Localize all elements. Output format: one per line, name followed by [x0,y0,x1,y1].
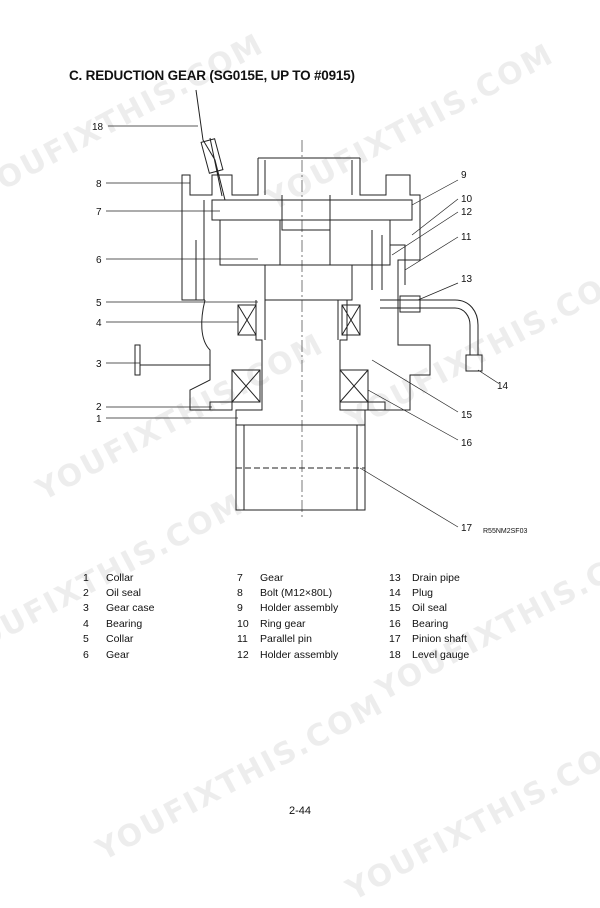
callout-9: 9 [461,170,467,181]
callout-12: 12 [461,207,473,218]
callout-4: 4 [96,318,102,329]
callout-13: 13 [461,274,473,285]
drawing-code: R55NM2SF03 [483,528,527,535]
callout-8: 8 [96,179,102,190]
callout-3: 3 [96,359,102,370]
callout-17: 17 [461,523,473,534]
callout-11: 11 [461,232,472,243]
callout-5: 5 [96,298,102,309]
callout-2: 2 [96,402,102,413]
callout-7: 7 [96,207,102,218]
page-title: C. REDUCTION GEAR (SG015E, UP TO #0915) [69,68,355,83]
callout-16: 16 [461,438,473,449]
callout-18: 18 [92,122,104,133]
callout-14: 14 [497,381,509,392]
callout-10: 10 [461,194,473,205]
watermark: YOUFIXTHIS.COM [90,686,390,869]
reduction-gear-cross-section: 18 8 7 6 5 4 3 2 1 9 10 12 11 13 14 15 1… [92,89,527,535]
watermark: YOUFIXTHIS.COM [340,726,600,908]
callout-6: 6 [96,255,102,266]
callout-1: 1 [96,414,102,425]
callout-15: 15 [461,410,473,421]
page-number: 2-44 [288,805,312,817]
